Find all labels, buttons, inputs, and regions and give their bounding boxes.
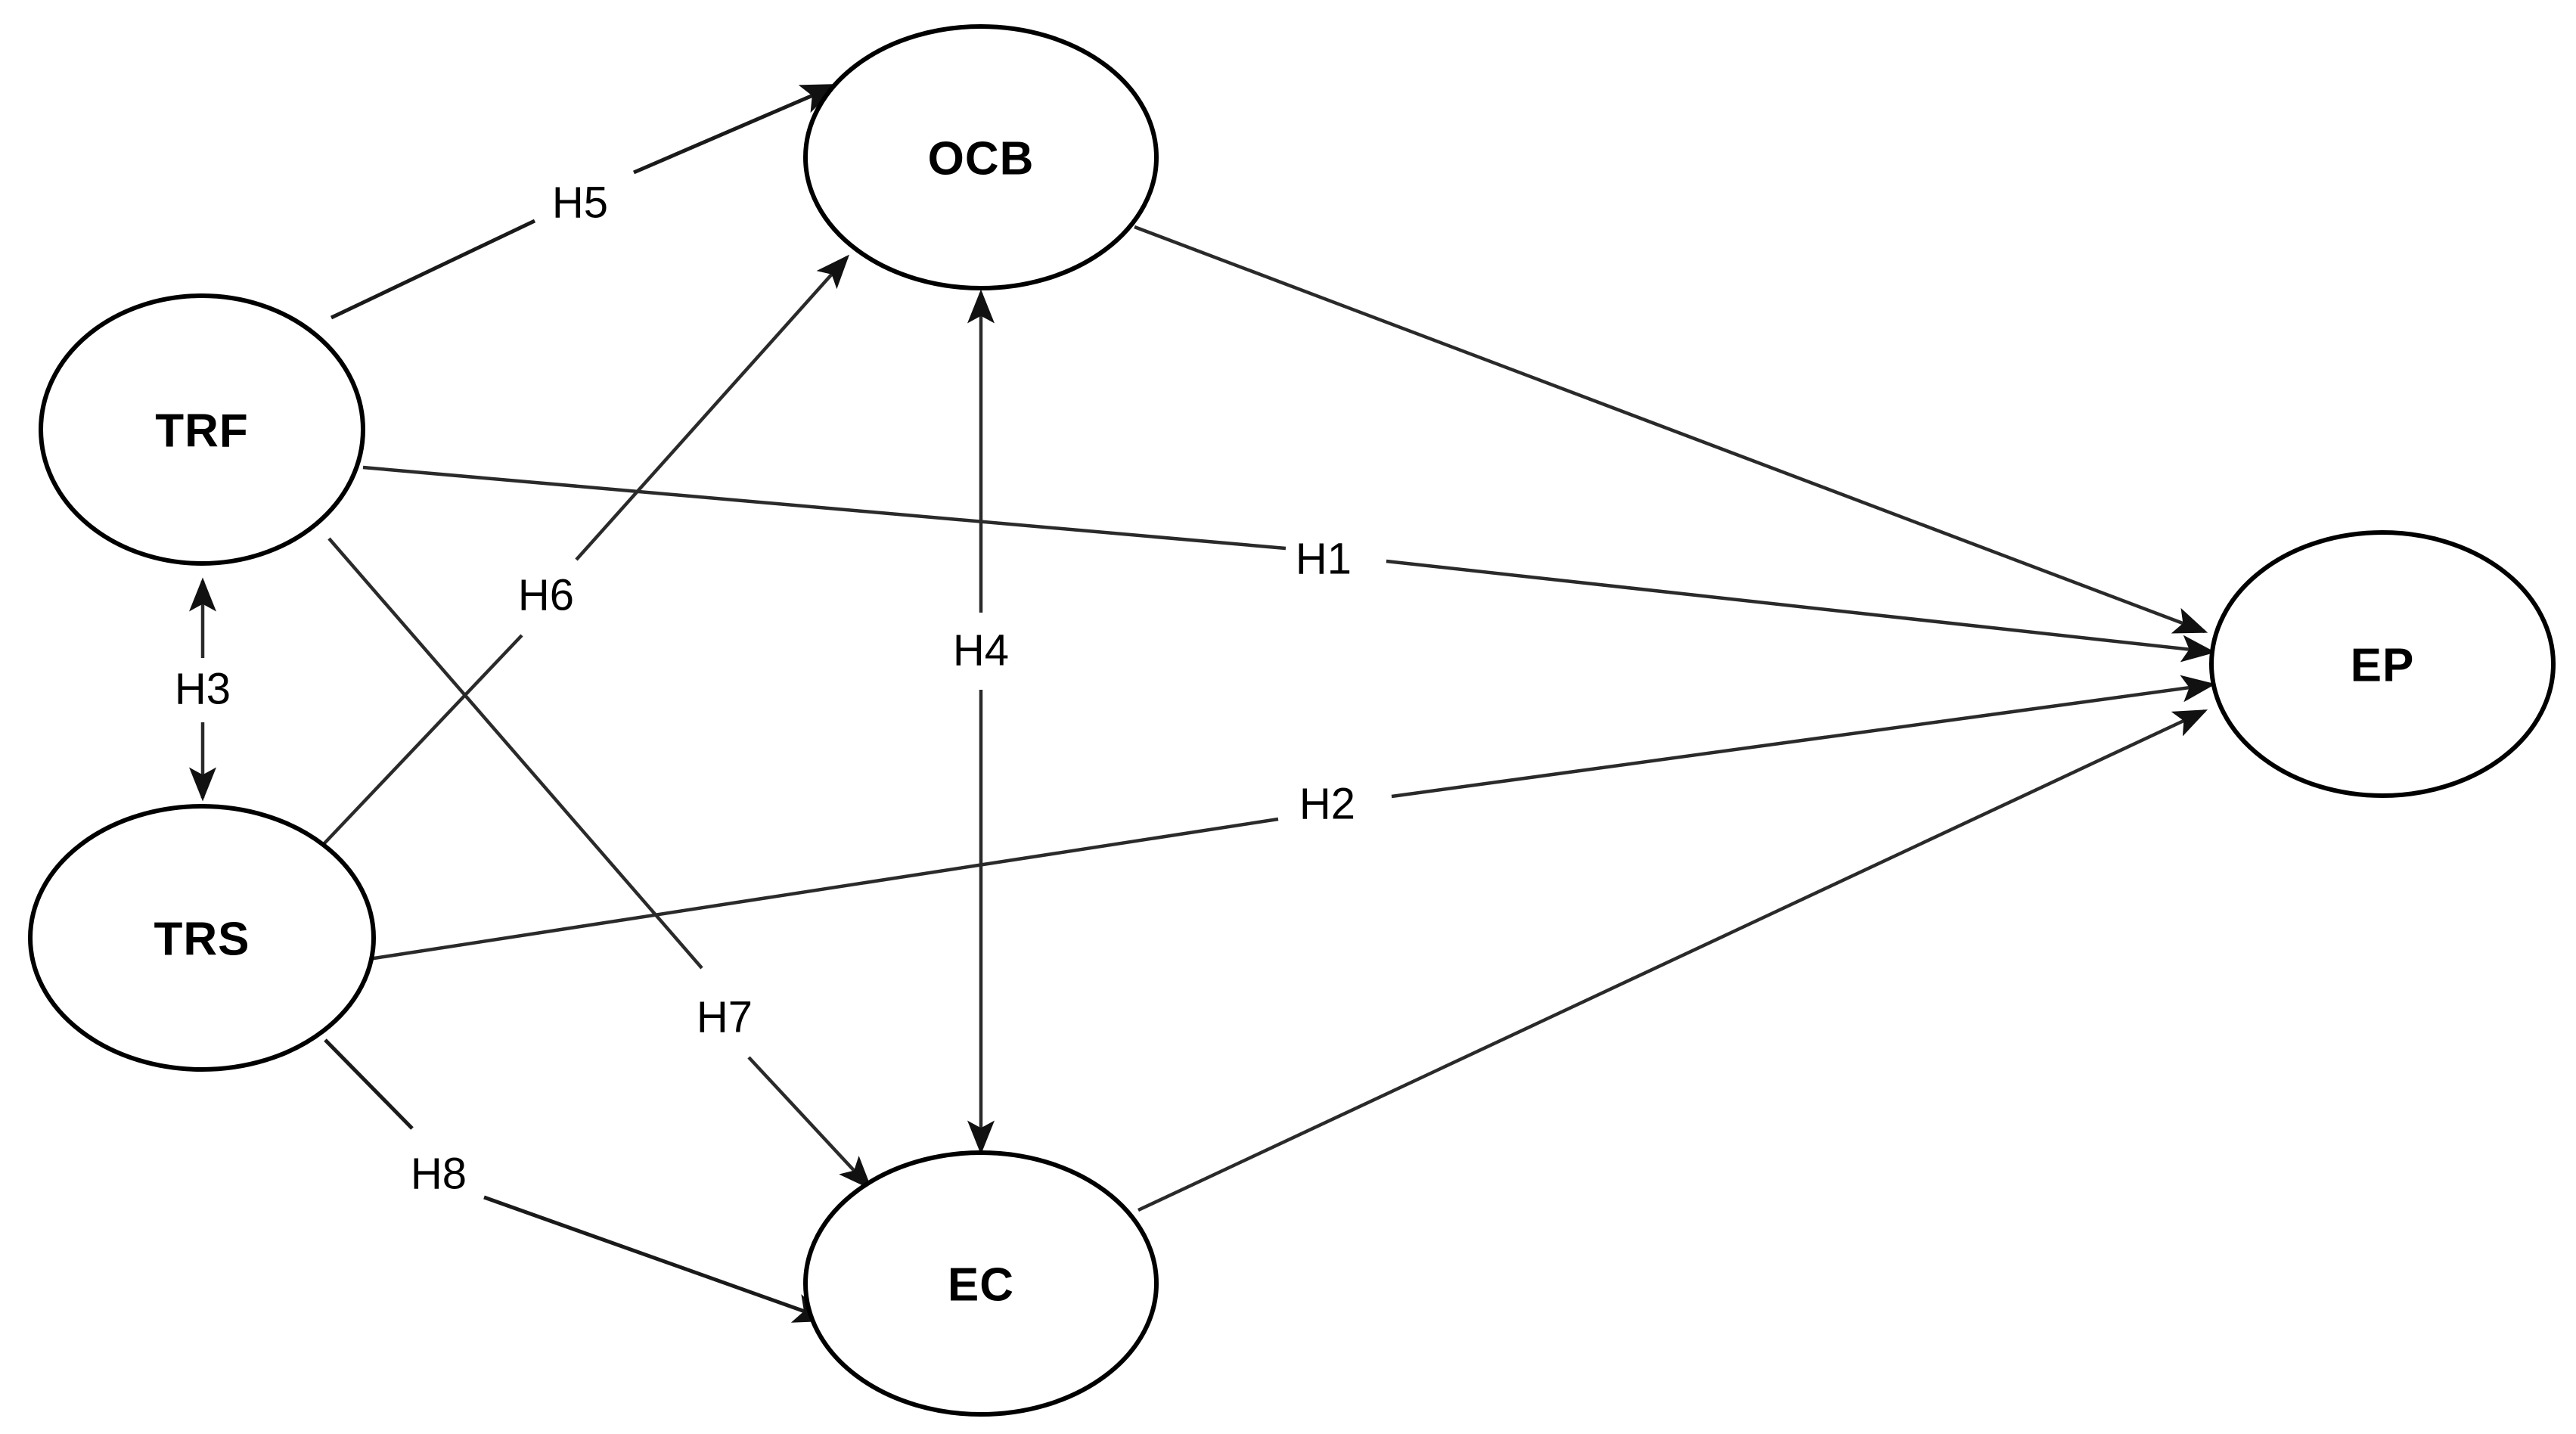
- edge-h5-segment-b: [633, 83, 840, 175]
- edge-h2-segment-b: [1391, 675, 2216, 799]
- edge-label-h4: H4: [953, 626, 1009, 675]
- node-ec-label: EC: [948, 1259, 1014, 1311]
- edge-h6-segment-a: [321, 634, 523, 846]
- edge-ec-to-ep: [1137, 709, 2208, 1212]
- edge-h1: [362, 465, 2216, 663]
- node-trf-label: TRF: [155, 405, 249, 458]
- node-ep-label: EP: [2351, 640, 2415, 692]
- edge-h1-segment-b: [1386, 559, 2216, 663]
- edge-label-h5: H5: [552, 178, 608, 228]
- edge-h6-segment-b: [575, 254, 850, 561]
- edge-h8-segment-a: [324, 1038, 414, 1130]
- edge-h2: [368, 675, 2216, 961]
- node-trf[interactable]: TRF: [39, 293, 365, 566]
- edge-label-h1: H1: [1296, 535, 1352, 584]
- edge-h5-segment-a: [330, 219, 536, 320]
- edge-labels-layer: H1 H2 H3 H4 H5 H6 H7 H8: [175, 178, 1355, 1199]
- edge-h2-segment-a: [368, 817, 1279, 961]
- edge-h7-segment-b: [747, 1056, 873, 1190]
- edge-h7-segment-a: [327, 537, 703, 970]
- node-ep-shape[interactable]: [2209, 530, 2556, 798]
- edge-h8-segment-b: [483, 1195, 832, 1323]
- edge-label-h8: H8: [411, 1150, 467, 1199]
- edge-h8: [324, 1038, 832, 1323]
- edge-label-h2: H2: [1299, 780, 1355, 829]
- edge-h5: [330, 83, 840, 320]
- node-trs-shape[interactable]: [28, 804, 376, 1072]
- node-ocb[interactable]: OCB: [803, 24, 1159, 290]
- node-trf-shape[interactable]: [39, 293, 365, 566]
- edge-label-h3: H3: [175, 665, 231, 714]
- edge-h6: [321, 254, 850, 846]
- node-trs[interactable]: TRS: [28, 804, 376, 1072]
- edge-ocb-to-ep: [1134, 225, 2208, 634]
- node-ec-shape[interactable]: [803, 1150, 1159, 1417]
- node-ocb-shape[interactable]: [803, 24, 1159, 290]
- node-trs-label: TRS: [154, 914, 250, 966]
- node-ec[interactable]: EC: [803, 1150, 1159, 1417]
- edge-h7: [327, 537, 873, 1190]
- edge-label-h6: H6: [518, 571, 574, 620]
- edges-layer: [189, 83, 2216, 1323]
- nodes-layer: TRF TRS OCB EC EP: [28, 24, 2556, 1417]
- node-ocb-label: OCB: [928, 133, 1035, 185]
- edge-h1-segment-a: [362, 465, 1286, 551]
- edge-label-h7: H7: [697, 993, 753, 1042]
- node-ep[interactable]: EP: [2209, 530, 2556, 798]
